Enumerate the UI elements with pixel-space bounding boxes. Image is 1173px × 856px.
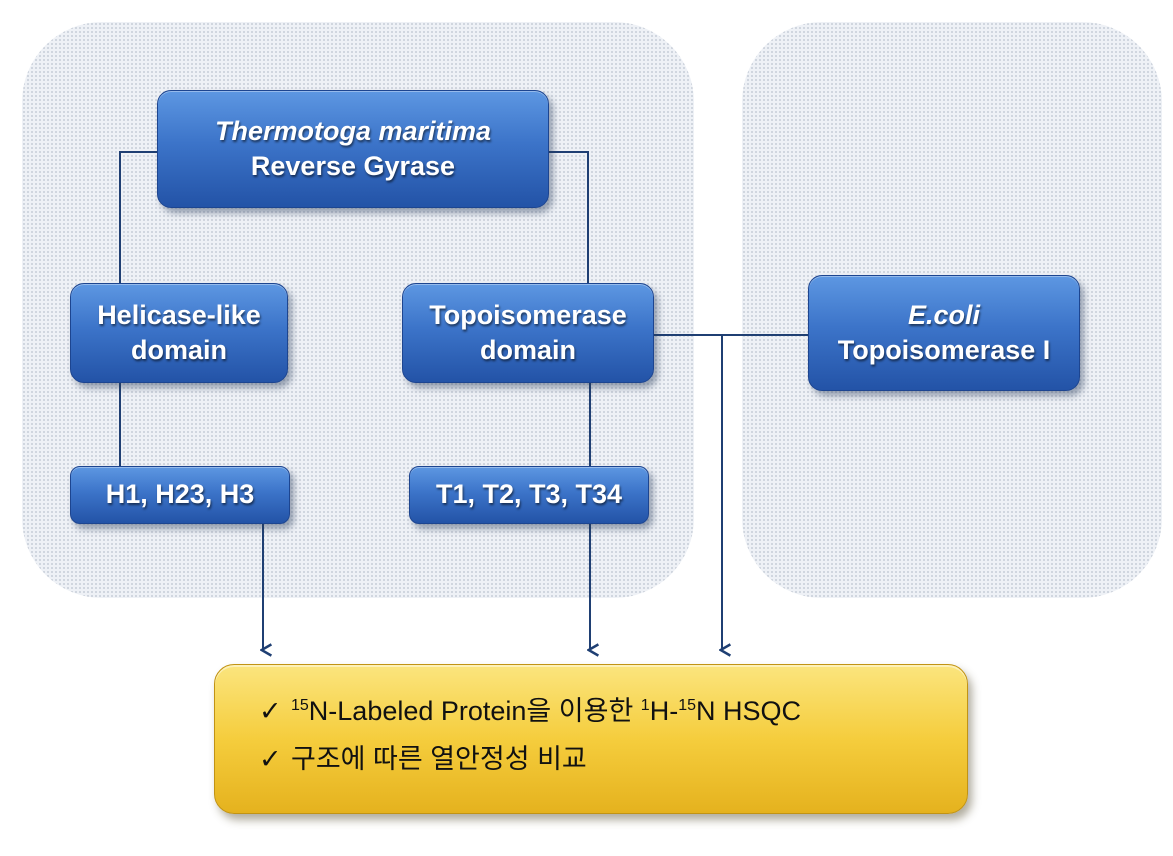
reverse-gyrase-label: Reverse Gyrase (250, 151, 456, 181)
check-icon: ✓ (259, 696, 282, 726)
topoisomerase-fragments-label: T1, T2, T3, T34 (435, 479, 623, 510)
reverse-gyrase-species: Thermotoga maritima (214, 115, 492, 146)
isotope-superscript: 1 (640, 697, 650, 714)
hsqc-text: 15N-Labeled Protein을 이용한 1H-15N HSQC (291, 689, 801, 728)
thermostability-text: 구조에 따른 열안정성 비교 (291, 744, 587, 774)
topoisomerase-domain-line2: domain (479, 335, 576, 365)
ecoli-topoisomerase-box: E.coli Topoisomerase I (808, 275, 1080, 391)
topoisomerase-domain-line1: Topoisomerase (429, 299, 627, 330)
result-box: ✓ 15N-Labeled Protein을 이용한 1H-15N HSQC ✓… (214, 664, 968, 814)
result-line-thermostability: ✓ 구조에 따른 열안정성 비교 (259, 737, 967, 785)
isotope-superscript: 15 (291, 697, 309, 714)
result-line-hsqc: ✓ 15N-Labeled Protein을 이용한 1H-15N HSQC (259, 689, 967, 737)
hsqc-text-part1: N-Labeled Protein을 이용한 (308, 696, 641, 726)
topoisomerase-fragments-box: T1, T2, T3, T34 (409, 466, 649, 524)
connector-gyrase-to-topo (549, 151, 589, 283)
isotope-superscript: 15 (678, 697, 696, 714)
helicase-domain-line1: Helicase-like (97, 299, 261, 330)
helicase-domain-box: Helicase-like domain (70, 283, 288, 383)
hsqc-text-part2: H- (649, 696, 679, 726)
check-icon: ✓ (259, 744, 282, 774)
ecoli-label: Topoisomerase I (837, 335, 1051, 365)
helicase-fragments-label: H1, H23, H3 (105, 479, 255, 510)
helicase-domain-line2: domain (130, 335, 227, 365)
connector-gyrase-to-helicase (119, 151, 157, 283)
ecoli-species: E.coli (907, 299, 981, 330)
helicase-fragments-box: H1, H23, H3 (70, 466, 290, 524)
topoisomerase-domain-box: Topoisomerase domain (402, 283, 654, 383)
reverse-gyrase-box: Thermotoga maritima Reverse Gyrase (157, 90, 549, 208)
hsqc-text-part3: N HSQC (696, 696, 802, 726)
